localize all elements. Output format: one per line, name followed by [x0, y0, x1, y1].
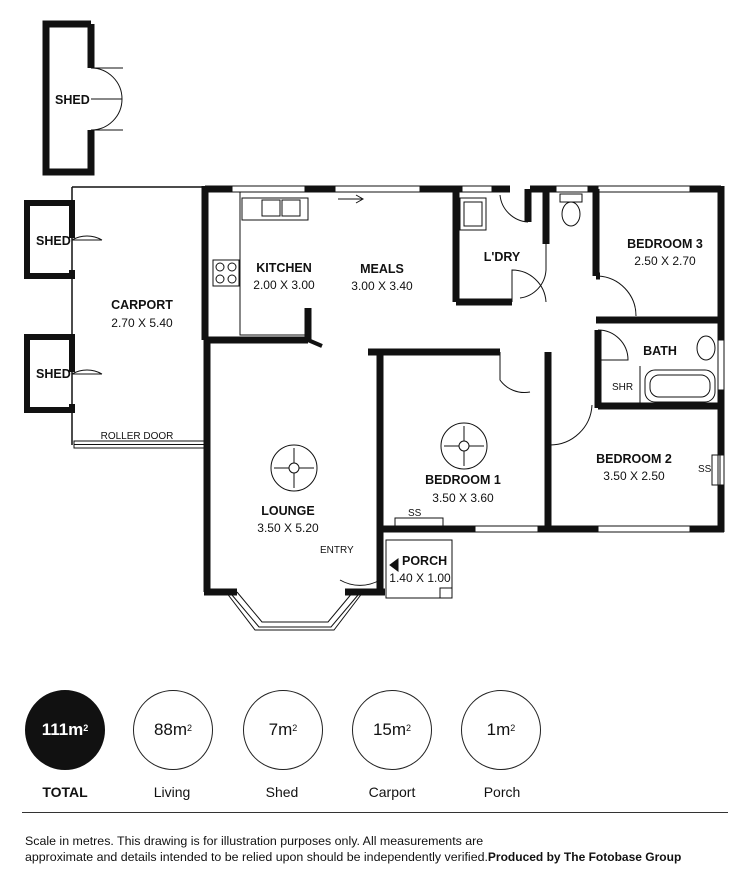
- divider-line: [22, 812, 728, 813]
- porch-dim: 1.40 X 1.00: [389, 571, 451, 585]
- laundry-label: L'DRY: [484, 250, 521, 264]
- meals-label: MEALS: [360, 262, 404, 276]
- area-total-value: 111m: [41, 720, 84, 739]
- meals-dim: 3.00 X 3.40: [351, 279, 413, 293]
- area-porch-value: 1m: [486, 720, 511, 739]
- area-porch-label: Porch: [483, 784, 521, 800]
- kitchen-dim: 2.00 X 3.00: [253, 278, 315, 292]
- area-living-value: 88m: [153, 720, 188, 739]
- bedroom2-label: BEDROOM 2: [596, 452, 672, 466]
- bedroom3-dim: 2.50 X 2.70: [634, 254, 696, 268]
- doors: [307, 194, 637, 586]
- area-total-label: TOTAL: [42, 784, 88, 800]
- area-carport-value: 15m: [372, 720, 407, 739]
- bedroom3-label: BEDROOM 3: [627, 237, 703, 251]
- lounge-dim: 3.50 X 5.20: [257, 521, 319, 535]
- bedroom2-dim: 3.50 X 2.50: [603, 469, 665, 483]
- shower-label: SHR: [612, 382, 633, 393]
- fixtures: [212, 192, 721, 599]
- bedroom1-label: BEDROOM 1: [425, 473, 501, 487]
- bath-label: BATH: [643, 344, 677, 358]
- ceiling-fan-bedroom1: [440, 422, 488, 470]
- area-shed-label: Shed: [265, 784, 299, 800]
- porch-label: PORCH: [402, 554, 447, 568]
- lounge-label: LOUNGE: [261, 504, 314, 518]
- kitchen-label: KITCHEN: [256, 261, 312, 275]
- carport-area: [24, 186, 205, 449]
- shed-low-label: SHED: [36, 367, 71, 381]
- roller-door-label: ROLLER DOOR: [101, 431, 174, 442]
- area-carport-label: Carport: [368, 784, 416, 800]
- entry-label: ENTRY: [320, 545, 354, 556]
- disclaimer-line2-wrap: approximate and details intended to be r…: [25, 849, 745, 865]
- disclaimer: Scale in metres. This drawing is for ill…: [25, 833, 745, 865]
- ss-bedroom2-label: SS: [698, 464, 712, 475]
- bedroom1-dim: 3.50 X 3.60: [432, 491, 494, 505]
- ceiling-fan-lounge: [270, 444, 318, 492]
- carport-dim: 2.70 X 5.40: [111, 316, 173, 330]
- area-living-label: Living: [153, 784, 191, 800]
- floor-plan: SHED SHED SHED CARPORT 2.70 X 5.40 ROLLE…: [24, 20, 725, 631]
- carport-label: CARPORT: [111, 298, 173, 312]
- windows: [225, 185, 725, 631]
- shed-top: [42, 20, 123, 176]
- shed-top-label: SHED: [55, 93, 90, 107]
- shed-mid-label: SHED: [36, 234, 71, 248]
- producer-credit: Produced by The Fotobase Group: [487, 850, 682, 864]
- disclaimer-line1: Scale in metres. This drawing is for ill…: [25, 834, 484, 848]
- area-shed-value: 7m: [268, 720, 293, 739]
- disclaimer-line2: approximate and details intended to be r…: [25, 850, 488, 864]
- ss-bedroom1-label: SS: [408, 508, 422, 519]
